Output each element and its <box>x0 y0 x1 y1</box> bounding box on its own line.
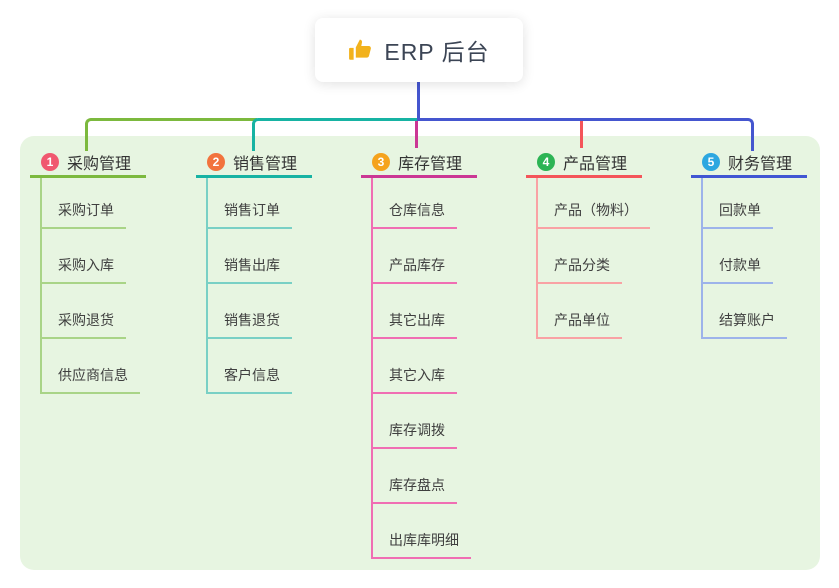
branch-children: 产品（物料）产品分类产品单位 <box>536 178 650 339</box>
child-node[interactable]: 采购订单 <box>42 178 126 229</box>
branch-title: 库存管理 <box>398 155 463 173</box>
child-node[interactable]: 客户信息 <box>208 339 292 394</box>
branch-children: 采购订单采购入库采购退货供应商信息 <box>40 178 146 394</box>
child-node[interactable]: 产品分类 <box>538 229 622 284</box>
thumbs-up-icon <box>348 37 374 63</box>
child-node[interactable]: 仓库信息 <box>373 178 457 229</box>
branch-title: 采购管理 <box>67 155 132 173</box>
connector-branch-3 <box>415 121 418 148</box>
root-node[interactable]: ERP 后台 <box>315 18 523 82</box>
branch-1: 1 采购管理采购订单采购入库采购退货供应商信息 <box>30 148 146 394</box>
branch-title: 财务管理 <box>728 155 793 173</box>
branch-3: 3 库存管理仓库信息产品库存其它出库其它入库库存调拨库存盘点出库库明细 <box>361 148 477 559</box>
connector-branch-4 <box>580 121 583 148</box>
child-node[interactable]: 库存盘点 <box>373 449 457 504</box>
child-node[interactable]: 结算账户 <box>703 284 787 339</box>
child-node[interactable]: 产品（物料） <box>538 178 650 229</box>
child-node[interactable]: 产品库存 <box>373 229 457 284</box>
branch-children: 回款单付款单结算账户 <box>701 178 807 339</box>
child-node[interactable]: 供应商信息 <box>42 339 140 394</box>
branch-node-5[interactable]: 5 财务管理 <box>691 148 807 178</box>
child-node[interactable]: 销售出库 <box>208 229 292 284</box>
branch-number-badge: 4 <box>537 152 555 171</box>
child-node[interactable]: 库存调拨 <box>373 394 457 449</box>
branch-node-3[interactable]: 3 库存管理 <box>361 148 477 178</box>
child-node[interactable]: 销售退货 <box>208 284 292 339</box>
branches-panel-background <box>20 136 820 570</box>
branch-title: 产品管理 <box>563 155 628 173</box>
child-node[interactable]: 采购退货 <box>42 284 126 339</box>
branch-node-1[interactable]: 1 采购管理 <box>30 148 146 178</box>
branch-node-4[interactable]: 4 产品管理 <box>526 148 642 178</box>
child-node[interactable]: 采购入库 <box>42 229 126 284</box>
branch-2: 2 销售管理销售订单销售出库销售退货客户信息 <box>196 148 312 394</box>
child-node[interactable]: 销售订单 <box>208 178 292 229</box>
branch-number-badge: 2 <box>207 152 225 171</box>
child-node[interactable]: 产品单位 <box>538 284 622 339</box>
branch-5: 5 财务管理回款单付款单结算账户 <box>691 148 807 339</box>
branch-title: 销售管理 <box>233 155 298 173</box>
branch-number-badge: 5 <box>702 152 720 171</box>
root-title: ERP 后台 <box>384 39 490 65</box>
connector-branch-5 <box>417 118 754 151</box>
thumbs-up-icon-svg <box>349 39 372 60</box>
branch-children: 仓库信息产品库存其它出库其它入库库存调拨库存盘点出库库明细 <box>371 178 477 559</box>
child-node[interactable]: 其它入库 <box>373 339 457 394</box>
branch-node-2[interactable]: 2 销售管理 <box>196 148 312 178</box>
child-node[interactable]: 出库库明细 <box>373 504 471 559</box>
child-node[interactable]: 其它出库 <box>373 284 457 339</box>
child-node[interactable]: 付款单 <box>703 229 773 284</box>
connector-branch-2 <box>252 118 421 151</box>
branch-number-badge: 3 <box>372 152 390 171</box>
connector-branch-1 <box>85 118 257 151</box>
branch-children: 销售订单销售出库销售退货客户信息 <box>206 178 312 394</box>
branch-4: 4 产品管理产品（物料）产品分类产品单位 <box>526 148 650 339</box>
connector-root-vertical <box>417 80 420 121</box>
child-node[interactable]: 回款单 <box>703 178 773 229</box>
branch-number-badge: 1 <box>41 152 59 171</box>
